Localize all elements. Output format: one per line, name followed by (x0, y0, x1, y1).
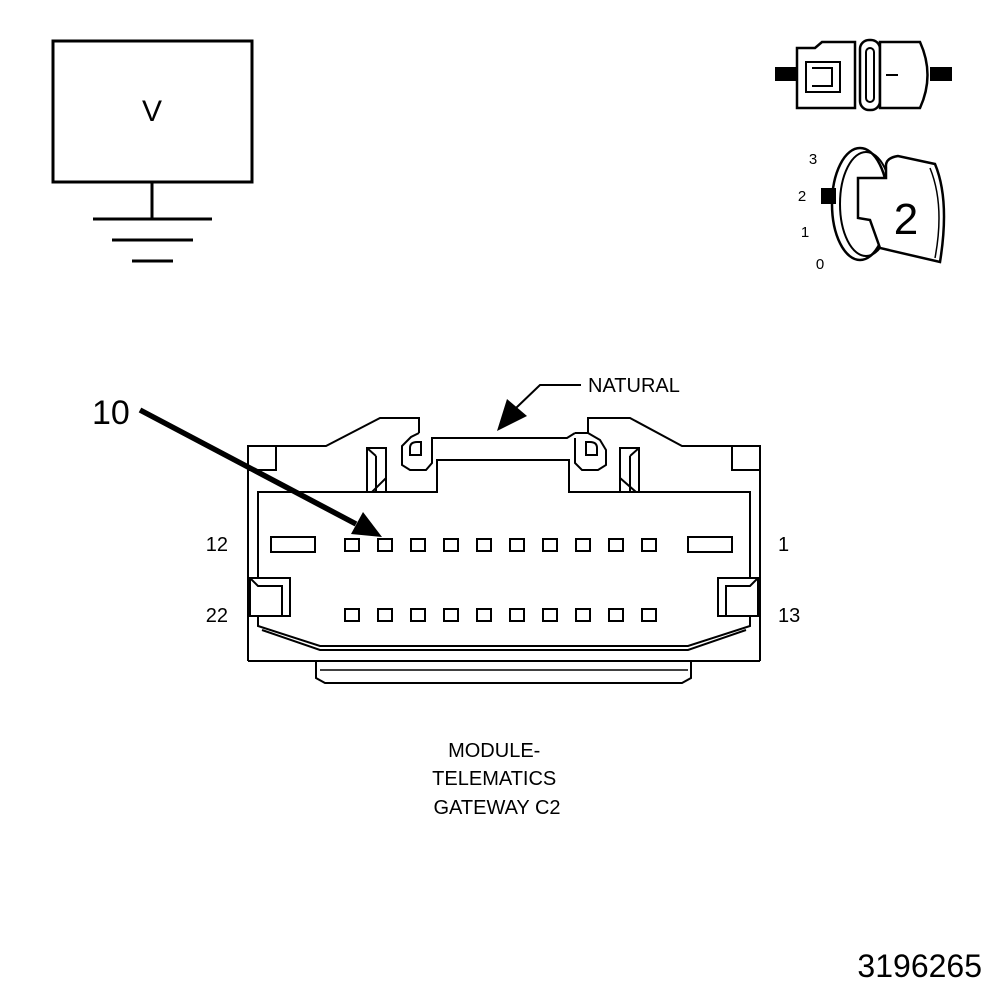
pin-label-top-left: 12 (206, 534, 228, 556)
pin-label-top-right: 1 (778, 534, 789, 556)
pin-cavity-4 (575, 538, 591, 552)
pin-cavity-17 (509, 608, 525, 622)
pin-cavity-5 (542, 538, 558, 552)
pin-cavity-9 (410, 538, 426, 552)
pin-cavity-20 (410, 608, 426, 622)
pin-cavity-15 (575, 608, 591, 622)
caption-line-3: GATEWAY C2 (433, 797, 560, 819)
pin-cavity-7 (476, 538, 492, 552)
pin-cavity-14 (608, 608, 624, 622)
voltmeter-symbol: V (142, 95, 162, 128)
ground-icon (93, 182, 212, 263)
pin-cavity-1 (687, 536, 733, 553)
pin-cavity-10 (377, 538, 393, 552)
caption-line-1: MODULE- (448, 740, 540, 762)
ignition-position-2: 2 (798, 188, 806, 205)
connector-caption: MODULE- TELEMATICS GATEWAY C2 (432, 740, 562, 819)
pin-label-bottom-left: 22 (206, 605, 228, 627)
pin-cavity-21 (377, 608, 393, 622)
ignition-key-number: 2 (894, 195, 918, 244)
pin-cavity-12 (270, 536, 316, 553)
ignition-position-marker (821, 188, 836, 204)
pin-cavity-19 (443, 608, 459, 622)
pin-cavity-11 (344, 538, 360, 552)
pin-callout-line (138, 407, 358, 527)
pin-callout-label: 10 (92, 394, 130, 432)
pin-cavity-18 (476, 608, 492, 622)
pin-cavity-16 (542, 608, 558, 622)
pin-row-top (270, 536, 733, 553)
pin-cavity-8 (443, 538, 459, 552)
figure-id: 3196265 (857, 948, 982, 984)
pin-cavity-13 (641, 608, 657, 622)
color-leader-arrowhead (497, 399, 527, 431)
connector-face (247, 417, 761, 684)
pin-cavity-6 (509, 538, 525, 552)
pin-cavity-22 (344, 608, 360, 622)
ignition-position-0: 0 (816, 256, 824, 273)
connector-color-label: NATURAL (588, 375, 680, 397)
pin-cavity-3 (608, 538, 624, 552)
disconnected-connector-icon (775, 38, 952, 112)
ignition-position-3: 3 (809, 151, 817, 168)
pin-callout-arrowhead (351, 512, 382, 537)
pin-row-bottom (344, 608, 657, 622)
ignition-switch-icon: 3 2 1 0 2 (798, 146, 946, 273)
caption-line-2: TELEMATICS (432, 768, 556, 790)
pin-label-bottom-right: 13 (778, 605, 800, 627)
color-leader-line (515, 384, 581, 409)
pin-cavity-2 (641, 538, 657, 552)
voltmeter: V (51, 39, 254, 263)
ignition-position-1: 1 (801, 224, 809, 241)
